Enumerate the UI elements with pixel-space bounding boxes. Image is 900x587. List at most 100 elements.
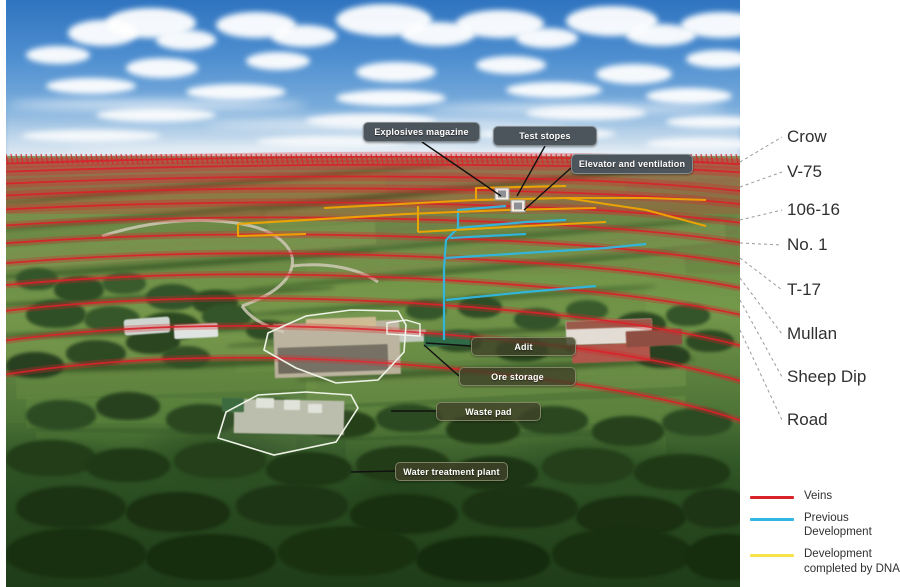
vein-tick — [100, 153, 104, 165]
vein-tick — [225, 153, 229, 165]
vein-leader — [739, 171, 783, 188]
vein-tick — [20, 153, 24, 165]
road-path — [291, 263, 379, 284]
dna-development-line — [417, 220, 607, 234]
vein-label-v-75: V-75 — [787, 162, 822, 181]
vein-tick — [175, 153, 179, 165]
vein-tick — [290, 153, 294, 165]
callout-leader — [425, 342, 472, 347]
vein-tick — [50, 153, 54, 165]
cloud — [26, 46, 90, 64]
vein-tick — [695, 153, 699, 165]
tree-canopy — [16, 486, 126, 528]
vein-tick — [425, 153, 429, 165]
vein-tick — [15, 153, 19, 165]
waste-pad-outline — [263, 309, 407, 384]
callout-ore-storage[interactable]: Ore storage — [459, 367, 576, 386]
tree-canopy — [416, 536, 550, 582]
tree-canopy — [146, 534, 276, 580]
vein-label-road: Road — [787, 410, 828, 429]
vein-line — [6, 273, 740, 316]
vein-line — [6, 252, 740, 289]
vein-leader — [739, 299, 783, 378]
legend-label-veins: Veins — [804, 490, 833, 502]
vein-tick — [220, 153, 224, 165]
cloud — [356, 62, 436, 82]
vein-tick — [430, 153, 434, 165]
vein-line — [6, 233, 740, 266]
callout-water-treatment-plant[interactable]: Water treatment plant — [395, 462, 508, 481]
vein-tick — [490, 153, 494, 165]
callout-leader — [516, 145, 546, 197]
vein-tick — [170, 153, 174, 165]
legend-item: Veins — [750, 489, 900, 504]
tree-canopy — [266, 452, 352, 486]
vein-tick — [125, 153, 129, 165]
vein-line — [6, 297, 740, 347]
callout-label: Elevator and ventilation — [578, 159, 686, 169]
previous-development-line — [445, 284, 597, 302]
vein-tick — [525, 153, 529, 165]
callout-label: Adit — [514, 341, 533, 352]
vein-tick — [500, 153, 504, 165]
dna-development-line — [474, 184, 567, 200]
vein-tick — [235, 153, 239, 165]
cloud — [626, 24, 696, 46]
vein-tick — [75, 153, 79, 165]
vein-tick — [155, 153, 159, 165]
vein-tick — [85, 153, 89, 165]
tree-canopy — [96, 392, 160, 420]
tree-canopy — [462, 486, 578, 528]
dna-development-line — [565, 196, 707, 228]
tree-canopy — [236, 484, 348, 526]
vein-tick — [230, 153, 234, 165]
vein-tick — [705, 153, 709, 165]
callout-leader-lines — [350, 141, 572, 473]
callout-test-stopes[interactable]: Test stopes — [493, 126, 597, 146]
vein-tick — [240, 153, 244, 165]
vein-tick — [245, 153, 249, 165]
cloud-wisp — [6, 100, 306, 110]
callout-waste-pad[interactable]: Waste pad — [436, 402, 541, 421]
vein-label-crow: Crow — [787, 127, 827, 146]
vein-tick — [300, 153, 304, 165]
vein-tick — [265, 153, 269, 165]
callout-adit[interactable]: Adit — [471, 337, 576, 356]
vein-tick — [335, 153, 339, 165]
tree-canopy — [682, 488, 740, 528]
vein-tick — [60, 153, 64, 165]
vein-tick — [400, 153, 404, 165]
vein-line — [6, 201, 740, 224]
callout-elevator-and-ventilation[interactable]: Elevator and ventilation — [571, 154, 693, 174]
callout-explosives-magazine[interactable]: Explosives magazine — [363, 122, 480, 142]
vein-tick — [520, 153, 524, 165]
vein-tick — [395, 153, 399, 165]
tree-canopy — [86, 448, 170, 482]
callout-label: Explosives magazine — [374, 127, 469, 137]
tree-canopy — [566, 300, 608, 320]
cloud — [516, 28, 578, 48]
vein-tick — [380, 153, 384, 165]
vein-tick — [95, 153, 99, 165]
vein-tick — [350, 153, 354, 165]
vein-tick — [160, 153, 164, 165]
vein-tick — [405, 153, 409, 165]
vein-tick — [720, 153, 724, 165]
vein-tick — [110, 153, 114, 165]
tree-canopy — [26, 400, 96, 430]
vein-tick — [45, 153, 49, 165]
tree-canopy — [686, 534, 740, 580]
vein-leader — [739, 277, 783, 335]
vein-tick — [375, 153, 379, 165]
vein-leader — [739, 242, 783, 246]
site-outline-overlay — [216, 141, 572, 473]
vein-tick — [360, 153, 364, 165]
vein-tick — [145, 153, 149, 165]
vein-tick — [185, 153, 189, 165]
vein-tick — [550, 153, 554, 165]
cloud — [506, 82, 602, 98]
